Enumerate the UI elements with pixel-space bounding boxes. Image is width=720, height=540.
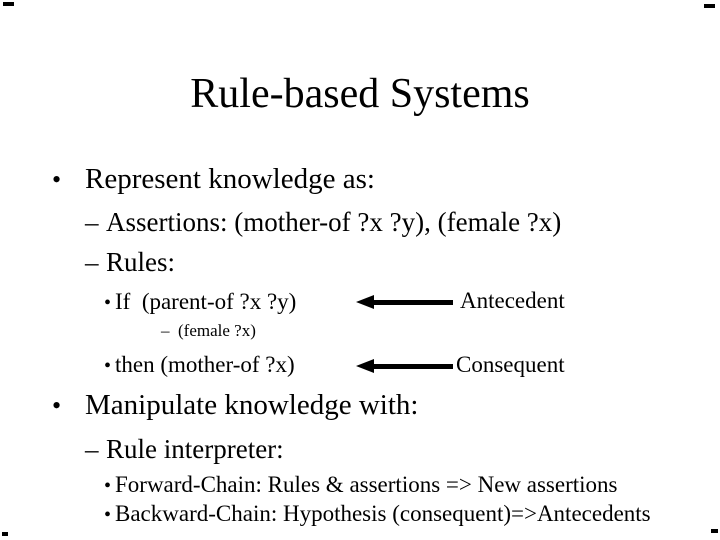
dash-icon: – (85, 247, 99, 277)
corner-mark-bottom-left (2, 532, 8, 536)
dash-icon: – (85, 207, 99, 237)
bullet-dot-icon: • (104, 292, 112, 314)
arrow-shaft (370, 364, 453, 369)
corner-mark-top-left (3, 2, 14, 6)
bullet-assertions: – Assertions: (mother-of ?x ?y), (female… (85, 207, 561, 238)
bullet-backward-chain: • Backward-Chain: Hypothesis (consequent… (104, 501, 651, 527)
corner-mark-bottom-right (711, 529, 718, 533)
bullet-if: • If (parent-of ?x ?y) (104, 289, 296, 315)
bullet-interpreter-text: Rule interpreter: (106, 434, 284, 464)
bullet-dot-icon: • (104, 475, 112, 497)
slide-title: Rule-based Systems (190, 71, 530, 117)
corner-mark-top-right (704, 4, 715, 8)
bullet-then: • then (mother-of ?x) (104, 352, 295, 378)
antecedent-label: Antecedent (460, 288, 565, 313)
arrow-shaft (370, 300, 453, 305)
dash-icon: – (85, 434, 99, 464)
arrowhead-icon (356, 359, 374, 373)
bullet-forward-chain: • Forward-Chain: Rules & assertions => N… (104, 472, 618, 498)
bullet-female: – (female ?x) (161, 321, 256, 341)
bullet-forward-chain-text: Forward-Chain: Rules & assertions => New… (115, 472, 618, 497)
arrowhead-icon (356, 295, 374, 309)
bullet-represent-text: Represent knowledge as: (85, 163, 375, 195)
bullet-dot-icon: • (52, 165, 62, 194)
bullet-then-text: then (mother-of ?x) (115, 352, 295, 377)
bullet-manipulate-text: Manipulate knowledge with: (85, 389, 419, 421)
bullet-dot-icon: • (52, 391, 62, 420)
bullet-female-text: (female ?x) (178, 321, 256, 340)
bullet-represent: • Represent knowledge as: (52, 163, 375, 196)
antecedent-left-arrow-icon (356, 295, 453, 309)
bullet-if-text: If (parent-of ?x ?y) (115, 289, 297, 314)
bullet-backward-chain-text: Backward-Chain: Hypothesis (consequent)=… (115, 501, 651, 526)
consequent-left-arrow-icon (356, 359, 453, 373)
bullet-assertions-text: Assertions: (mother-of ?x ?y), (female ?… (106, 207, 562, 237)
bullet-dot-icon: • (104, 504, 112, 526)
bullet-manipulate: • Manipulate knowledge with: (52, 389, 418, 422)
bullet-rules: – Rules: (85, 247, 175, 278)
consequent-label: Consequent (456, 352, 565, 377)
bullet-dot-icon: • (104, 355, 112, 377)
bullet-interpreter: – Rule interpreter: (85, 434, 284, 465)
bullet-rules-text: Rules: (106, 247, 176, 277)
dash-icon: – (161, 321, 170, 340)
